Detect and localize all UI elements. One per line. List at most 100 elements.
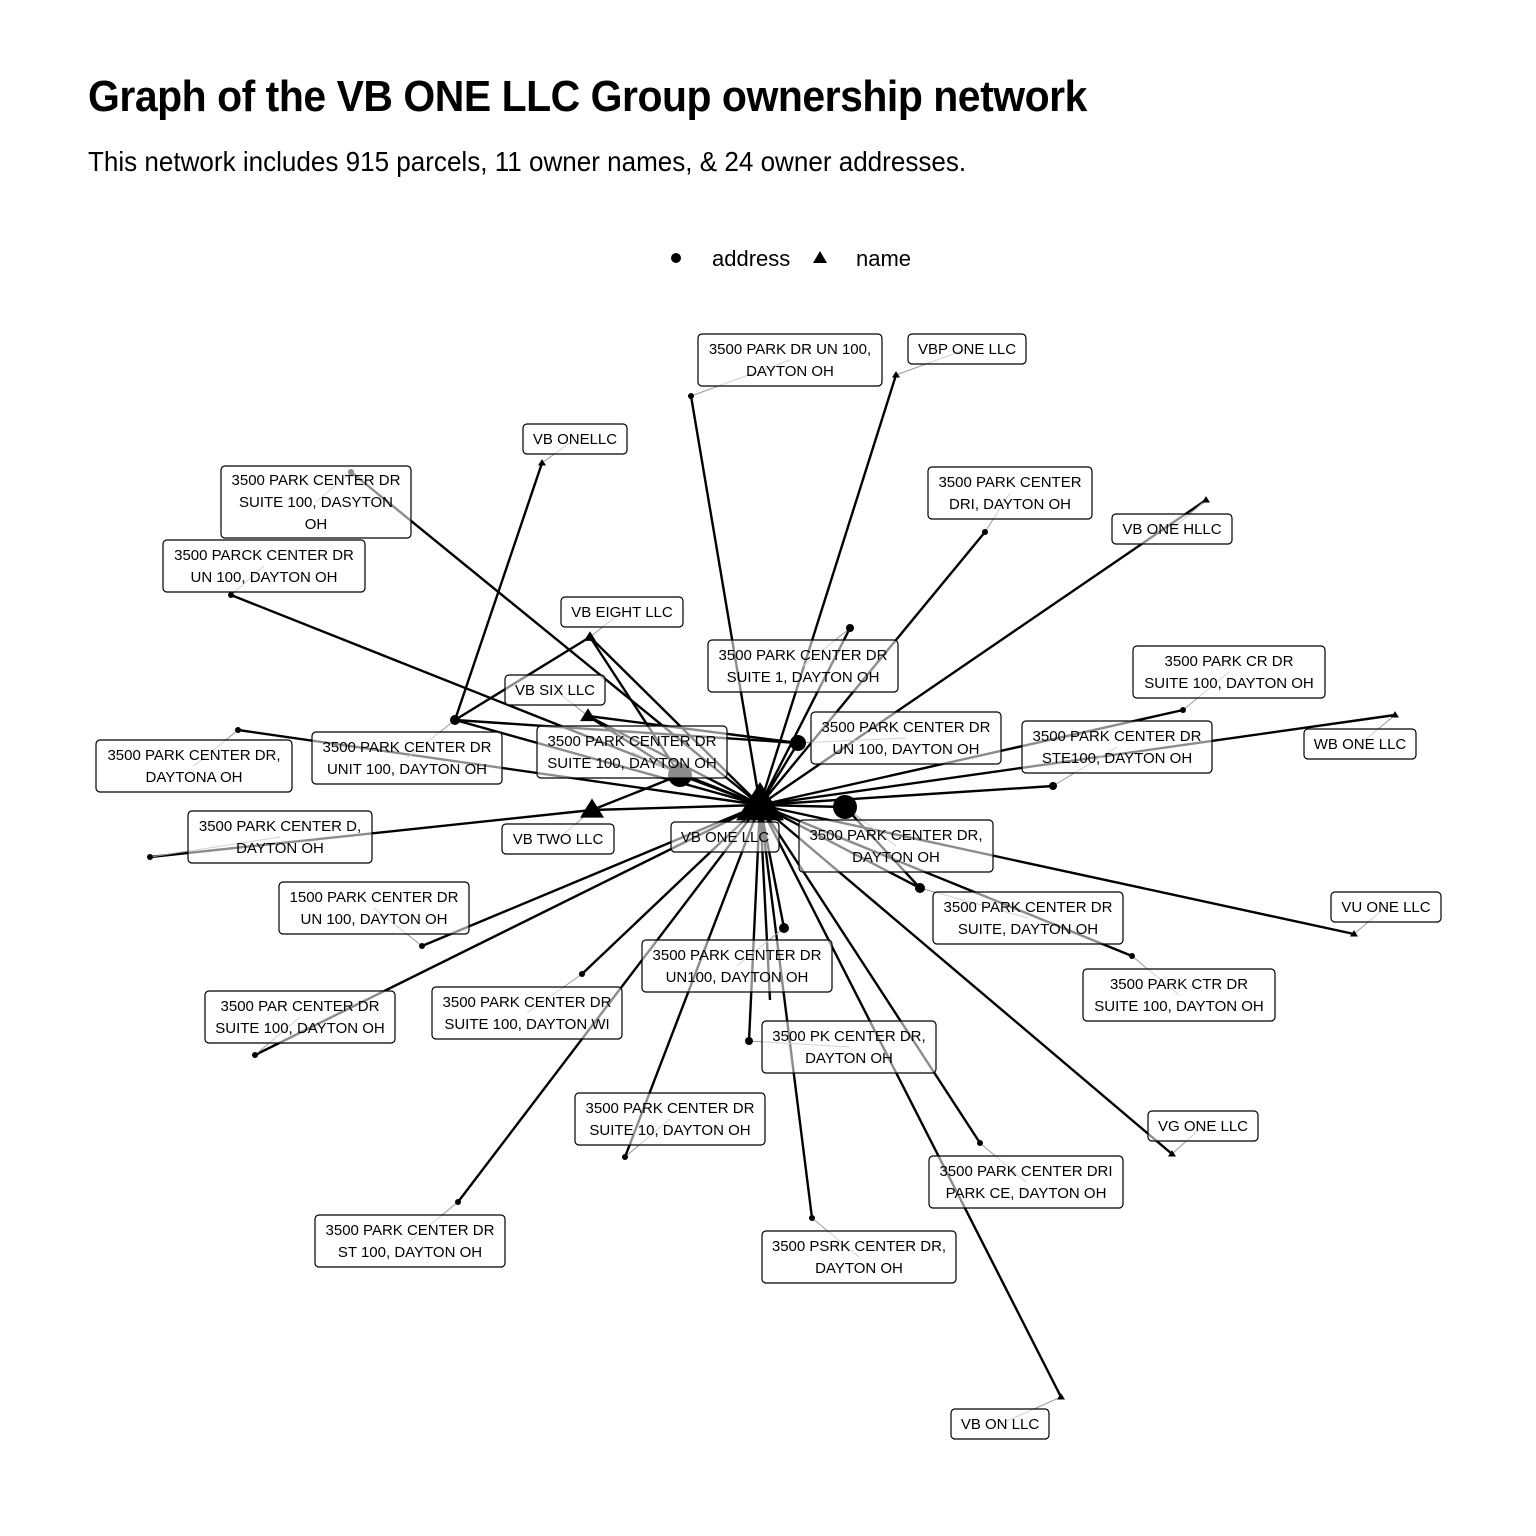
label-box (707, 639, 899, 693)
node-label-a_suite100: 3500 PARK CENTER DR SUITE 100, DAYTON OH (536, 725, 728, 779)
label-text: VB TWO LLC (513, 831, 604, 848)
label-text: VB SIX LLC (515, 682, 595, 699)
label-text: 3500 PARK CENTER DR, (107, 747, 280, 764)
name-node (736, 781, 784, 821)
address-node (450, 715, 460, 725)
label-text: SUITE 100, DAYTON OH (1144, 675, 1314, 692)
label-text: 3500 PK CENTER DR, (772, 1028, 925, 1045)
address-node (790, 735, 806, 751)
label-text: 3500 PARK CR DR (1165, 653, 1294, 670)
label-box (950, 1408, 1050, 1440)
label-box (1330, 891, 1442, 923)
label-text: DAYTON OH (815, 1260, 903, 1277)
node-label-hllc: VB ONE HLLC (1111, 513, 1233, 545)
name-node (580, 798, 604, 818)
address-node (147, 854, 153, 860)
label-text: VU ONE LLC (1341, 899, 1430, 916)
label-box (278, 881, 470, 935)
label-text: VB ONE HLLC (1122, 521, 1221, 538)
edge-hub-a_psrk (758, 804, 814, 1219)
label-box (1021, 720, 1213, 774)
label-box (220, 465, 412, 539)
label-text: UN100, DAYTON OH (666, 969, 809, 986)
label-text: WB ONE LLC (1314, 736, 1407, 753)
label-text: SUITE 100, DAYTON OH (547, 755, 717, 772)
legend-address-label: address (712, 246, 790, 271)
label-box (314, 1214, 506, 1268)
chart-subtitle: This network includes 915 parcels, 11 ow… (88, 146, 967, 177)
label-box (928, 1155, 1124, 1209)
label-text: 3500 PARCK CENTER DR (174, 547, 354, 564)
node-label-a_daytona: 3500 PARK CENTER DR, DAYTONA OH (95, 739, 293, 793)
label-text: 3500 PARK CENTER DR (232, 472, 401, 489)
label-text: 3500 PARK CENTER DR (1033, 728, 1202, 745)
address-node (1180, 707, 1186, 713)
name-node (892, 371, 900, 378)
label-text: SUITE 100, DASYTON (239, 494, 393, 511)
label-text: 3500 PARK CENTER DR (548, 733, 717, 750)
label-text: 3500 PARK CENTER DR (822, 719, 991, 736)
label-text: UN 100, DAYTON OH (833, 741, 980, 758)
address-node (977, 1140, 983, 1146)
label-text: 1500 PARK CENTER DR (290, 889, 459, 906)
node-label-vbp: VBP ONE LLC (907, 333, 1027, 365)
label-text: PARK CE, DAYTON OH (946, 1185, 1107, 1202)
name-node (1391, 711, 1399, 718)
label-text: 3500 PSRK CENTER DR, (772, 1238, 946, 1255)
label-text: 3500 PARK CENTER DR (719, 647, 888, 664)
label-text: DAYTONA OH (146, 769, 243, 786)
label-box (927, 466, 1093, 520)
label-box (504, 674, 606, 706)
label-box (1111, 513, 1233, 545)
label-text: 3500 PARK CENTER DR, (809, 827, 982, 844)
label-box (761, 1230, 957, 1284)
label-box (670, 821, 780, 853)
label-text: 3500 PARK CENTER DR (653, 947, 822, 964)
name-node (1202, 496, 1210, 503)
label-text: VB ON LLC (961, 1416, 1040, 1433)
label-box (761, 1020, 937, 1074)
label-text: VB ONE LLC (681, 829, 770, 846)
address-node (745, 1037, 753, 1045)
label-box (1303, 728, 1417, 760)
edge-vb2-a_suite100 (591, 773, 681, 812)
address-node (419, 943, 425, 949)
name-node (584, 631, 596, 641)
label-text: VBP ONE LLC (918, 341, 1016, 358)
label-text: DAYTON OH (236, 840, 324, 857)
label-text: DAYTON OH (805, 1050, 893, 1067)
name-node (1168, 1150, 1176, 1157)
label-text: 3500 PARK CENTER DR (944, 899, 1113, 916)
node-label-a_psrk: 3500 PSRK CENTER DR, DAYTON OH (761, 1230, 957, 1284)
label-text: SUITE 10, DAYTON OH (589, 1122, 750, 1139)
label-text: 3500 PARK CENTER D, (199, 818, 361, 835)
legend: address name (671, 246, 911, 271)
address-node (833, 795, 857, 819)
node-label-a_un100b: 3500 PARK CENTER DR UN100, DAYTON OH (641, 939, 833, 993)
label-box (810, 711, 1002, 765)
label-text: 3500 PARK CENTER (938, 474, 1081, 491)
node-label-a_centerd: 3500 PARK CENTER D, DAYTON OH (187, 810, 373, 864)
node-label-vb2: VB TWO LLC (501, 823, 615, 855)
address-node (579, 971, 585, 977)
label-box (95, 739, 293, 793)
address-node (228, 592, 234, 598)
label-box (431, 986, 623, 1040)
label-text: 3500 PARK CENTER DRI (939, 1163, 1112, 1180)
label-text: SUITE 100, DAYTON WI (444, 1016, 609, 1033)
label-box (641, 939, 833, 993)
label-box (501, 823, 615, 855)
chart-title: Graph of the VB ONE LLC Group ownership … (88, 72, 1087, 121)
name-node (580, 708, 596, 722)
node-label-a_pcdr: 3500 PARK CENTER DR,DAYTON OH (798, 819, 994, 873)
node-label-vu: VU ONE LLC (1330, 891, 1442, 923)
